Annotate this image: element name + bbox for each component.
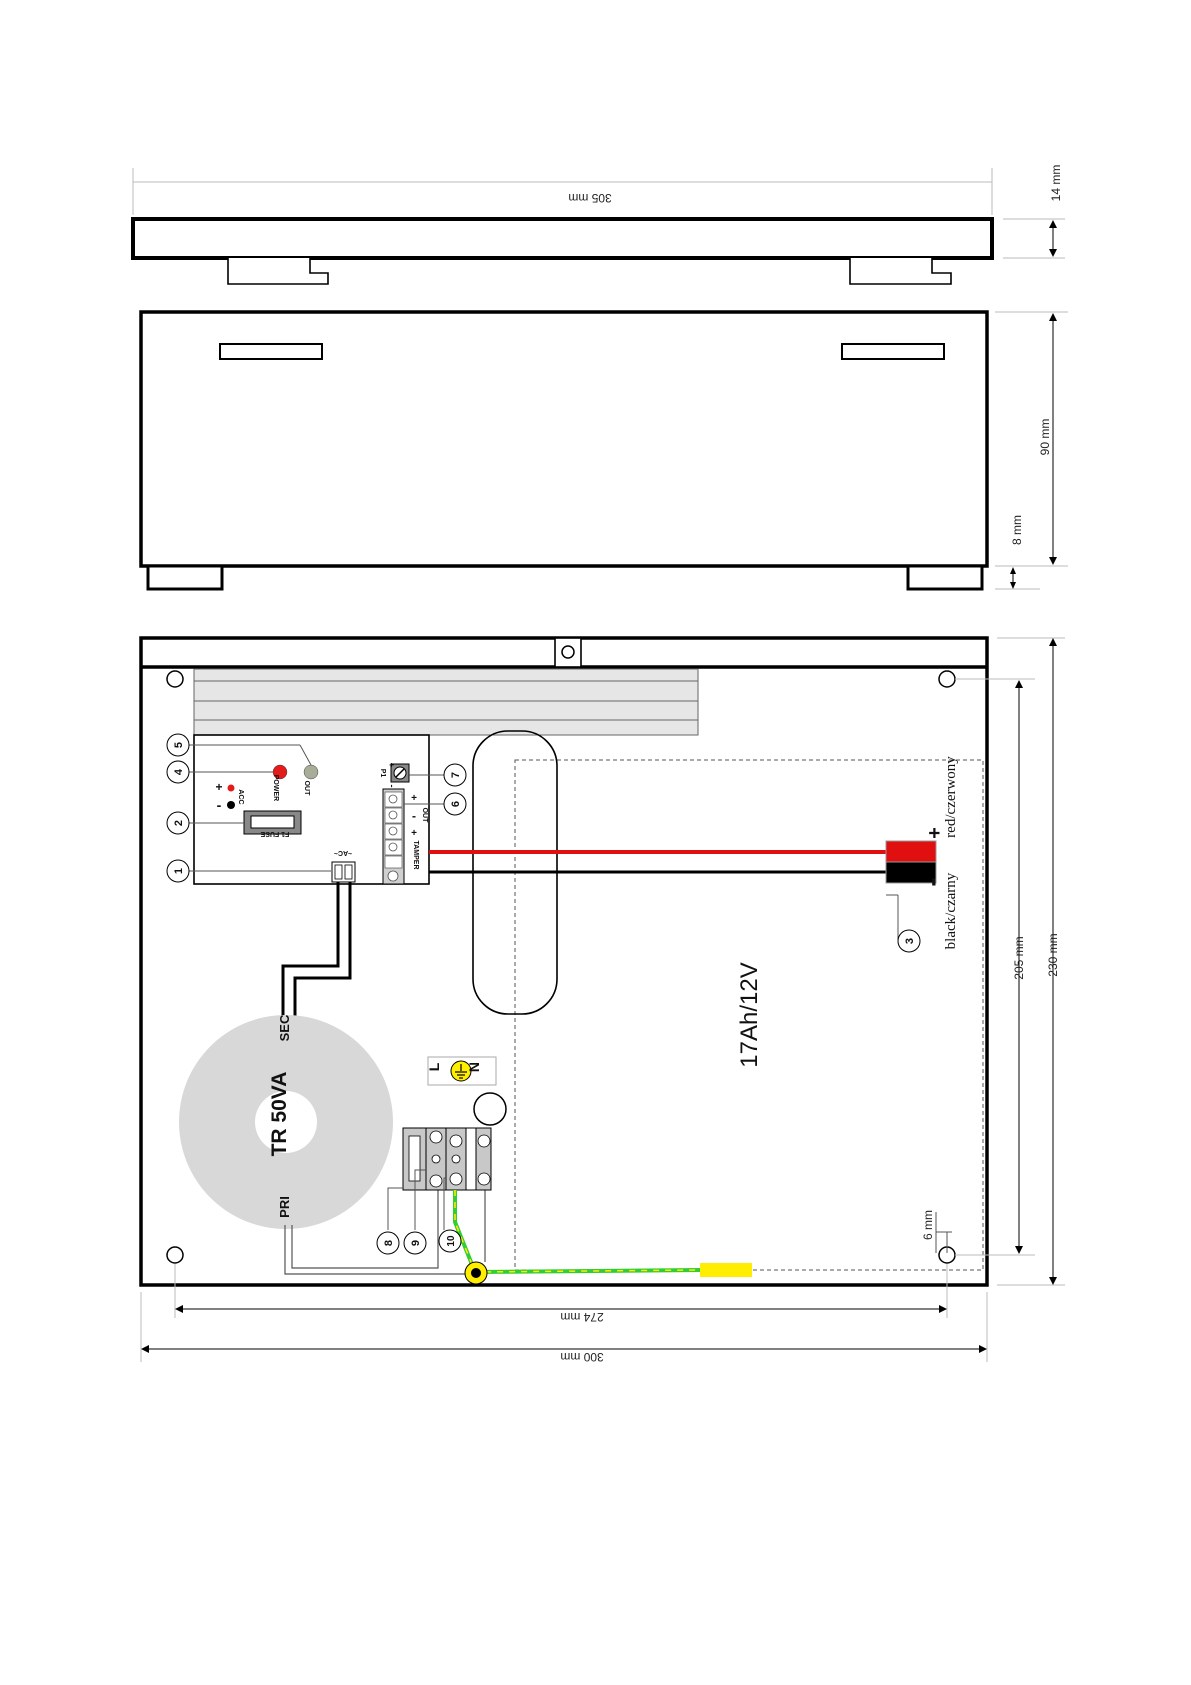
- p1-minus: -: [387, 785, 397, 788]
- acc-minus: -: [217, 797, 222, 813]
- callout-4-text: 4: [173, 768, 185, 775]
- callout-5-text: 5: [173, 742, 185, 748]
- dim-foot-height: 8 mm: [1010, 515, 1024, 545]
- dim-top-height: 14 mm: [1049, 165, 1063, 202]
- mount-hole: [167, 671, 183, 687]
- battery-label: 17Ah/12V: [736, 962, 763, 1067]
- side-view: 90 mm 8 mm: [141, 312, 1068, 589]
- callout-3-text: 3: [904, 938, 916, 944]
- pri-label: PRI: [277, 1196, 292, 1218]
- mains-n-label: N: [466, 1062, 482, 1072]
- dim-front-inner-height: 205 mm: [1012, 936, 1026, 979]
- cable-gland-hole: [474, 1093, 506, 1125]
- terminal-plus-top: +: [411, 793, 417, 804]
- acc-plus-dot: [228, 785, 235, 792]
- terminal-minus: -: [412, 809, 416, 823]
- fuse-body: [251, 816, 294, 828]
- dim-side-height: 90 mm: [1038, 419, 1052, 456]
- terminal-out-label: OUT: [421, 808, 428, 824]
- tamper-label: TAMPER: [412, 840, 419, 869]
- mains-terminal-block: [426, 1128, 491, 1190]
- callout-9-text: 9: [410, 1240, 422, 1246]
- side-slot-left: [220, 344, 322, 359]
- side-foot-left: [148, 566, 222, 589]
- dim-front-outer-height: 230 mm: [1046, 933, 1060, 976]
- dim-front-outer-width: 300 mm: [560, 1350, 603, 1364]
- callout-6-text: 6: [450, 801, 462, 807]
- black-wire-label: black/czarny: [943, 872, 959, 949]
- front-view: 17Ah/12V F1 FUSE POWER OUT + - ACC ~AC: [141, 638, 1065, 1364]
- callout-10-text: 10: [446, 1235, 457, 1247]
- battery-connector-plus: [886, 841, 936, 862]
- fuse-label: F1 FUSE: [260, 830, 289, 837]
- sec-label: SEC: [277, 1014, 292, 1041]
- mains-l-label: L: [426, 1062, 442, 1071]
- heatsink: [194, 669, 698, 735]
- dim-top-width: 305 mm: [568, 191, 611, 205]
- acc-minus-dot: [227, 801, 235, 809]
- lid-body: [133, 219, 992, 258]
- pcb-board: F1 FUSE POWER OUT + - ACC ~AC~: [194, 735, 429, 884]
- top-view: 305 mm 14 mm: [133, 165, 1065, 284]
- ac-label: ~AC~: [334, 849, 352, 856]
- mount-hole: [939, 671, 955, 687]
- red-wire-label: red/czerwony: [943, 756, 959, 838]
- lock-hole: [562, 646, 574, 658]
- out-led-label: OUT: [303, 781, 310, 797]
- lid-tab-left: [228, 258, 328, 284]
- dim-hole-offset: 6 mm: [921, 1210, 935, 1240]
- power-led-label: POWER: [272, 775, 279, 801]
- side-foot-right: [908, 566, 982, 589]
- callout-7-text: 7: [450, 772, 462, 778]
- transformer-label: TR 50VA: [268, 1072, 291, 1157]
- callout-1-text: 1: [173, 868, 185, 874]
- terminal-plus: +: [411, 828, 417, 839]
- out-led: [304, 765, 318, 779]
- p1-plus: +: [387, 763, 396, 768]
- mount-hole: [167, 1247, 183, 1263]
- lid-tab-right: [850, 258, 951, 284]
- dim-front-inner-width: 274 mm: [560, 1310, 603, 1324]
- acc-plus: +: [215, 780, 222, 794]
- output-terminal-block: [383, 789, 404, 884]
- acc-label: ACC: [237, 789, 244, 804]
- callout-8-text: 8: [383, 1240, 395, 1246]
- side-slot-right: [842, 344, 944, 359]
- p1-label: P1: [379, 769, 386, 778]
- callout-2-text: 2: [173, 820, 185, 826]
